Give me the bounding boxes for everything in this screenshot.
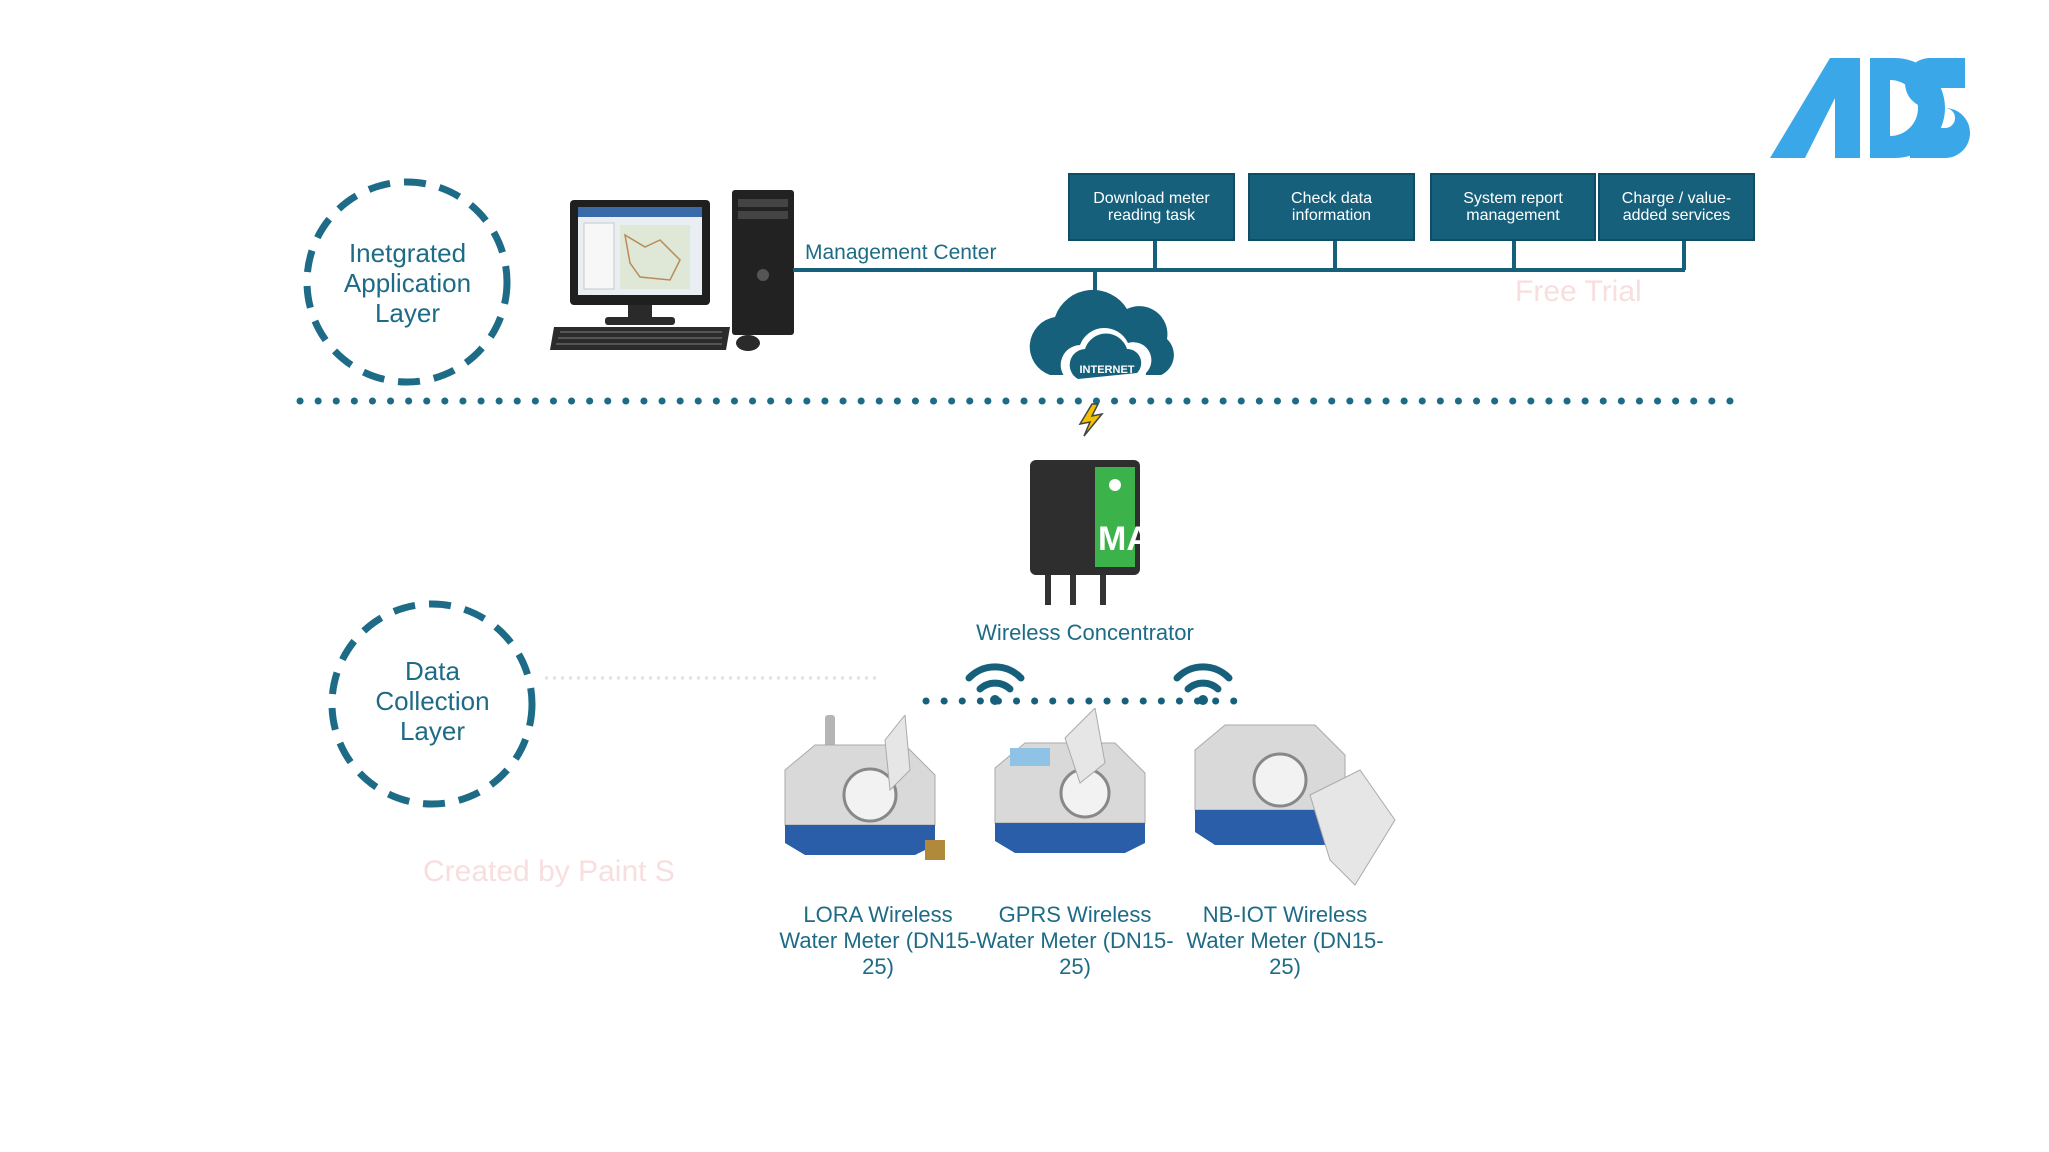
watermark-created-by: Created by Paint S [423,855,675,888]
meter-dotted-line [922,697,1249,705]
cloud-icon [1029,289,1174,383]
collection-link-line [545,676,880,680]
collection-layer-circle [328,600,536,808]
cloud-label: INTERNET [1079,364,1135,376]
layer-divider-top [296,397,1744,405]
wifi-icon-left [965,663,1025,705]
lightning-icon [1078,403,1104,437]
computer-icon [550,190,794,351]
wireless-concentrator-icon: MA [1030,460,1145,605]
management-bus-line [793,268,1685,272]
function-box-check-data: Check data information [1248,173,1415,241]
gprs-meter-label: GPRS Wireless Water Meter (DN15-25) [976,902,1174,979]
connector-1 [1153,240,1157,270]
function-box-system-report: System report management [1430,173,1596,241]
application-layer-label: Inetgrated Application Layer [343,238,472,328]
application-layer-circle [303,178,511,386]
ads-logo-icon [1770,58,1970,158]
connector-2 [1333,240,1337,270]
lora-meter-label: LORA Wireless Water Meter (DN15-25) [779,902,977,979]
lora-water-meter-icon [784,715,945,860]
management-center-label: Management Center [805,241,997,264]
concentrator-label: Wireless Concentrator [976,620,1194,645]
nb-iot-water-meter-icon [1194,724,1396,886]
function-box-charge: Charge / value-added services [1598,173,1755,241]
ads-logo [1770,58,1970,181]
connector-3 [1512,240,1516,270]
collection-layer-label: Data Collection Layer [375,656,490,746]
gprs-water-meter-icon [994,708,1146,853]
function-box-download: Download meter reading task [1068,173,1235,241]
watermark-free-trial: Free Trial [1515,275,1642,308]
concentrator-screen-text: MA [1098,520,1145,558]
connector-4 [1682,240,1686,270]
connector-cloud [1093,268,1097,298]
nb-iot-meter-label: NB-IOT Wireless Water Meter (DN15-25) [1186,902,1384,979]
